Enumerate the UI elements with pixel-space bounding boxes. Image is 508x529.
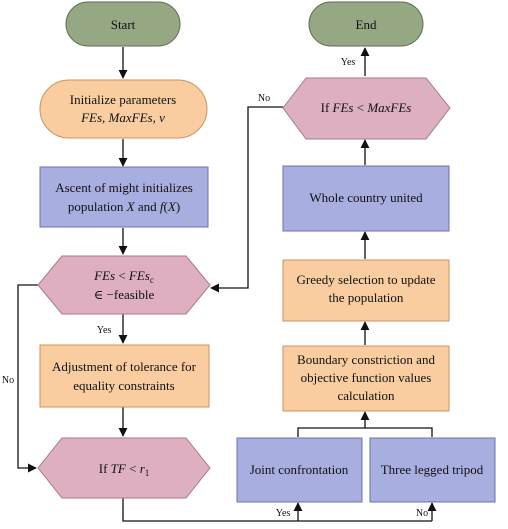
whole-country-node: Whole country united <box>282 165 450 232</box>
tf-check-decision: If TF < r1 <box>37 437 211 499</box>
three-legged-tripod-node: Three legged tripod <box>369 437 496 503</box>
edge-joint-tripod-merge <box>297 427 433 437</box>
edge-label-no-top: No <box>258 93 270 104</box>
init-line2: FEs, MaxFEs, v <box>80 110 165 125</box>
maxfes-check-decision: If FEs < MaxFEs <box>282 77 451 140</box>
ascent-line1: Ascent of might initializes <box>55 180 193 195</box>
boundary-line3: calculation <box>337 388 395 403</box>
whole-label: Whole country united <box>309 190 423 205</box>
adjust-line1: Adjustment of tolerance for <box>52 359 197 374</box>
end-label: End <box>356 17 377 32</box>
maxfes-check-label: If FEs < MaxFEs <box>321 100 412 115</box>
connectors <box>17 47 437 522</box>
edge-label-yes-bottom: Yes <box>276 508 291 519</box>
tf-check-label: If TF < r1 <box>99 461 150 478</box>
init-parameters-node: Initialize parameters FEs, MaxFEs, v <box>39 79 208 139</box>
edge-labels: Yes No Yes No Yes No <box>2 57 428 519</box>
start-label: Start <box>111 17 136 32</box>
greedy-line1: Greedy selection to update <box>297 272 436 287</box>
edge-label-no-left: No <box>2 375 14 386</box>
tripod-label: Three legged tripod <box>381 462 484 477</box>
greedy-selection-node: Greedy selection to update the populatio… <box>282 259 450 322</box>
end-terminal: End <box>308 1 424 47</box>
edge-tfcheck-branches <box>122 498 432 522</box>
edge-label-yes-mid: Yes <box>97 325 112 336</box>
start-terminal: Start <box>65 1 181 47</box>
edge-maxfes-no-to-fescheck <box>210 106 283 293</box>
adjust-tolerance-node: Adjustment of tolerance for equality con… <box>39 344 210 408</box>
boundary-node: Boundary constriction and objective func… <box>282 345 450 412</box>
edge-fescheck-no-to-tfcheck <box>17 284 38 473</box>
greedy-line2: the population <box>329 290 404 305</box>
fes-check-decision: FEs < FEsc ∈ −feasible <box>37 255 211 315</box>
fes-check-line2: ∈ −feasible <box>94 287 155 302</box>
edge-label-yes-top: Yes <box>341 57 356 68</box>
joint-confrontation-node: Joint confrontation <box>236 437 363 503</box>
edge-label-no-bottom: No <box>416 508 428 519</box>
ascent-node: Ascent of might initializes population X… <box>39 166 209 228</box>
fes-check-line1: FEs < FEsc <box>93 268 154 285</box>
ascent-line2: population X and f(X) <box>68 199 180 214</box>
boundary-line2: objective function values <box>301 370 432 385</box>
init-line1: Initialize parameters <box>70 92 176 107</box>
boundary-line1: Boundary constriction and <box>297 352 435 367</box>
adjust-line2: equality constraints <box>73 378 174 393</box>
joint-label: Joint confrontation <box>250 462 349 477</box>
